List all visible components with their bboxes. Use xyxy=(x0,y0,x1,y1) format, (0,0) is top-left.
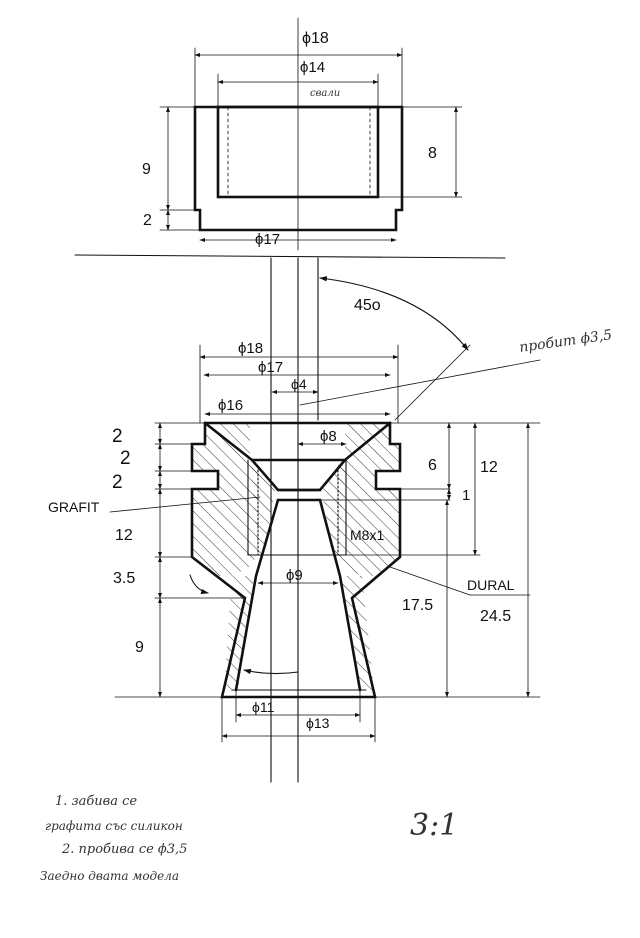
note-line-2: графита със силикон xyxy=(45,819,183,833)
d9-label: ϕ9 xyxy=(286,567,303,584)
cap-h2-label: 2 xyxy=(143,212,152,229)
handwritten-notes: 1. забива се графита със силикон 2. проб… xyxy=(40,794,187,883)
nozzle-dimension-lines xyxy=(114,344,541,743)
note-line-1: 1. забива се xyxy=(55,794,137,809)
thread-label: M8x1 xyxy=(350,527,384,543)
h35-label: 3.5 xyxy=(113,570,135,587)
cap-d17-label: ϕ17 xyxy=(255,231,280,248)
angle-45-label: 45o xyxy=(354,297,381,314)
nozzle-d16-label: ϕ16 xyxy=(218,397,243,414)
lower-part: 45o пробит ϕ3,5 ϕ18 ϕ17 ϕ4 ϕ16 ϕ8 2 2 2 … xyxy=(48,276,613,743)
d13-label: ϕ13 xyxy=(306,715,330,731)
step-2b-label: 2 xyxy=(120,448,131,469)
section-hatching xyxy=(192,423,400,690)
cap-h9-label: 9 xyxy=(142,161,151,178)
nozzle-d18-label: ϕ18 xyxy=(238,340,263,357)
bore-note: пробит ϕ3,5 xyxy=(518,327,613,356)
h175-label: 17.5 xyxy=(402,597,433,614)
scale-label: 3:1 xyxy=(410,808,458,843)
angle-arcs xyxy=(189,276,471,675)
h6-label: 6 xyxy=(428,457,437,474)
nozzle-d8-label: ϕ8 xyxy=(320,428,337,445)
dural-label: DURAL xyxy=(467,577,515,593)
cap-d14-note: свали xyxy=(310,88,340,99)
leader-lines xyxy=(109,359,541,596)
note-line-4: Заедно двата модела xyxy=(40,869,179,883)
note-line-3: 2. пробива се ϕ3,5 xyxy=(61,842,187,857)
step-2c-label: 2 xyxy=(112,472,123,493)
cap-d14-label: ϕ14 xyxy=(300,59,325,76)
nozzle-d4-label: ϕ4 xyxy=(291,376,307,392)
h12-left-label: 12 xyxy=(115,527,133,544)
h12-right-label: 12 xyxy=(480,459,498,476)
grafit-label: GRAFIT xyxy=(48,499,100,515)
center-axis xyxy=(74,17,506,783)
h1-label: 1 xyxy=(462,487,470,504)
cap-d18-label: ϕ18 xyxy=(302,30,329,47)
h9-label: 9 xyxy=(135,639,144,656)
h245-label: 24.5 xyxy=(480,608,511,625)
upper-part: ϕ18 ϕ14 свали 9 2 8 ϕ17 xyxy=(142,30,463,248)
cap-outline xyxy=(193,105,404,232)
cap-h8-label: 8 xyxy=(428,145,437,162)
step-2a-label: 2 xyxy=(112,426,123,447)
d11-label: ϕ11 xyxy=(252,699,275,715)
nozzle-d17-label: ϕ17 xyxy=(258,359,283,376)
cap-dimension-lines xyxy=(159,47,463,242)
